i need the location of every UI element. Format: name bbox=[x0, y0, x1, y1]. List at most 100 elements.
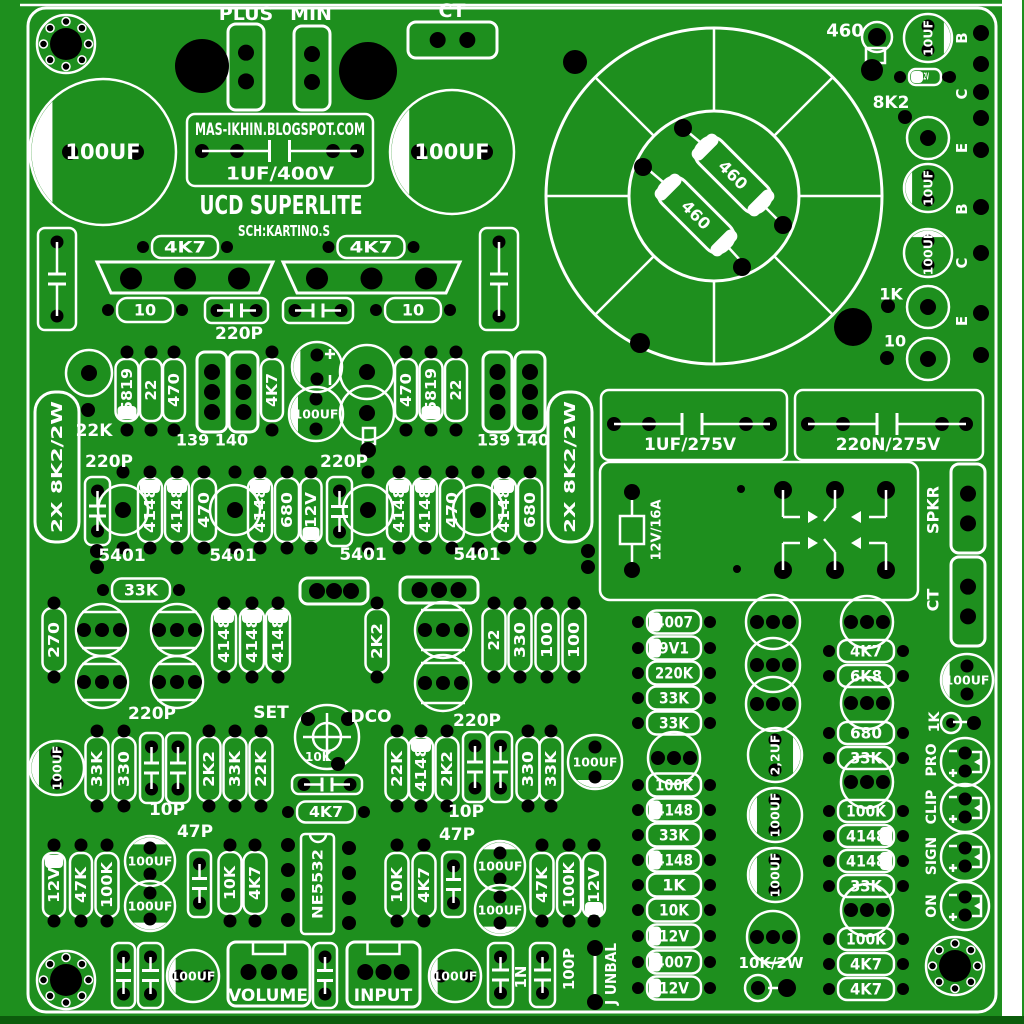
resistor: 10 bbox=[370, 296, 456, 324]
pad bbox=[897, 855, 909, 867]
via bbox=[950, 983, 960, 994]
resistor: 5819 bbox=[114, 357, 140, 423]
pad bbox=[418, 541, 432, 555]
pad bbox=[535, 838, 549, 852]
pad bbox=[973, 56, 989, 72]
circle bbox=[74, 654, 130, 710]
diode-band bbox=[880, 827, 892, 845]
resistor-label: 33K bbox=[124, 581, 159, 600]
pad bbox=[523, 541, 537, 555]
pad bbox=[768, 733, 782, 747]
power-resistor bbox=[33, 390, 81, 544]
pad bbox=[217, 670, 231, 684]
pad bbox=[221, 241, 233, 253]
rect bbox=[440, 850, 467, 919]
capacitor bbox=[203, 296, 270, 325]
polarity-wedge bbox=[483, 842, 517, 850]
pad bbox=[417, 838, 431, 852]
resistor-label: 22 bbox=[447, 380, 465, 401]
pad bbox=[360, 267, 383, 290]
capacitor-label: 10UF bbox=[921, 20, 936, 56]
silkscreen-label: 220N/275V bbox=[836, 435, 941, 455]
resistor-label: 4K7 bbox=[246, 866, 264, 900]
capacitor bbox=[478, 226, 520, 332]
pad bbox=[540, 596, 554, 610]
silkscreen-box bbox=[793, 388, 985, 462]
rect bbox=[217, 850, 243, 916]
circle bbox=[427, 948, 483, 1004]
pad bbox=[223, 838, 237, 852]
resistor-label: 12V bbox=[45, 867, 63, 903]
rect bbox=[281, 296, 355, 325]
resistor: 4148 bbox=[823, 848, 909, 874]
pad bbox=[253, 465, 267, 479]
pad bbox=[47, 838, 61, 852]
silkscreen-label: 2X 8K2/2W bbox=[48, 400, 66, 533]
pad bbox=[581, 544, 595, 558]
pad bbox=[188, 675, 202, 689]
pad bbox=[897, 752, 909, 764]
silkscreen-label: 1K bbox=[879, 285, 903, 304]
pad bbox=[326, 583, 342, 599]
pad bbox=[174, 267, 196, 290]
pad bbox=[228, 541, 242, 555]
polarity-wedge bbox=[749, 856, 757, 894]
pad bbox=[876, 903, 890, 917]
rect bbox=[115, 296, 175, 324]
diode-band bbox=[494, 480, 514, 493]
pad bbox=[823, 855, 835, 867]
pad bbox=[304, 74, 320, 90]
pad bbox=[445, 541, 459, 555]
resistor-label: 33K bbox=[659, 689, 690, 708]
pad bbox=[960, 578, 976, 595]
capacitor-label: 100UF bbox=[128, 899, 173, 914]
led bbox=[939, 736, 991, 788]
pad bbox=[844, 903, 858, 917]
pad bbox=[973, 142, 989, 158]
pad bbox=[632, 982, 644, 994]
pad bbox=[301, 712, 315, 726]
pad bbox=[90, 799, 104, 813]
rect bbox=[836, 798, 896, 824]
rect bbox=[645, 897, 703, 923]
pad bbox=[309, 392, 323, 406]
silkscreen-label: DCO bbox=[350, 707, 391, 727]
capacitor-label: 100UF bbox=[478, 903, 523, 918]
rect bbox=[836, 848, 896, 874]
diode-icon bbox=[974, 902, 981, 910]
pad bbox=[143, 912, 157, 926]
via bbox=[972, 961, 983, 971]
pad bbox=[921, 19, 935, 33]
rect bbox=[836, 926, 896, 952]
connector-notch bbox=[366, 940, 401, 956]
polarity-wedge bbox=[905, 172, 913, 204]
pad bbox=[309, 583, 325, 599]
pad bbox=[960, 608, 976, 625]
pad bbox=[202, 724, 216, 738]
transistor bbox=[745, 909, 801, 965]
line bbox=[823, 538, 836, 553]
capacitor bbox=[186, 848, 213, 919]
connector bbox=[345, 940, 422, 1009]
pad bbox=[632, 879, 644, 891]
pad bbox=[973, 84, 989, 100]
pad bbox=[265, 423, 279, 437]
pad bbox=[418, 676, 432, 690]
rect bbox=[292, 24, 332, 112]
pad bbox=[632, 904, 644, 916]
pad bbox=[493, 846, 507, 860]
silkscreen-label: 1UF/400V bbox=[226, 164, 334, 185]
pad bbox=[254, 799, 268, 813]
resistor-label: 22 bbox=[485, 630, 503, 651]
rect bbox=[418, 357, 444, 423]
rect bbox=[136, 941, 165, 1010]
resistor: 4148 bbox=[136, 476, 164, 544]
pad bbox=[393, 964, 410, 980]
circle bbox=[905, 284, 951, 330]
mounting-hole bbox=[35, 949, 97, 1011]
rect bbox=[161, 357, 187, 423]
pad bbox=[281, 838, 295, 852]
resistor: 33K bbox=[632, 685, 716, 711]
